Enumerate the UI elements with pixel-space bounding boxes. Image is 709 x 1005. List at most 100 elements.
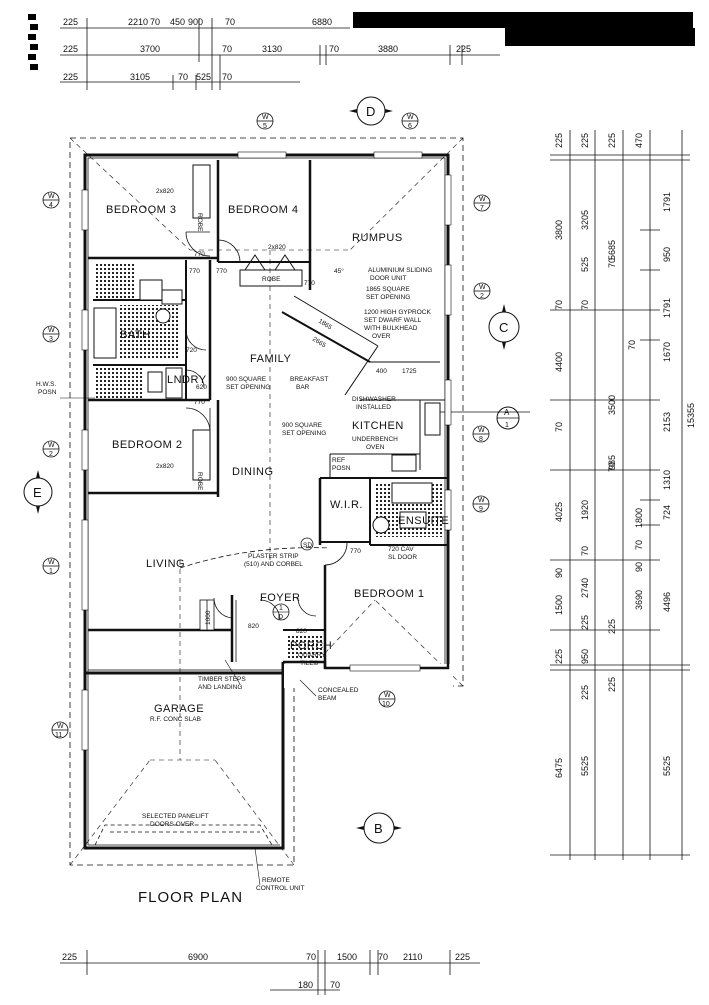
note: CONTROL UNIT <box>256 885 305 892</box>
dim-text: 950 <box>580 649 590 664</box>
note: DOOR UNIT <box>370 275 407 282</box>
note: 770 <box>189 268 200 275</box>
dim-text: 90 <box>634 562 644 572</box>
dim-text: 70 <box>150 17 160 27</box>
tag-w: D <box>278 614 283 621</box>
dim-text: 2210 <box>128 17 148 27</box>
marker-number: 1 <box>505 422 509 429</box>
note: SET DWARF WALL <box>364 317 422 324</box>
marker-letter: E <box>33 485 42 500</box>
note: SD <box>303 542 312 549</box>
tag-n: 5 <box>263 123 267 130</box>
room-bedroom-1: BEDROOM 1 <box>354 588 425 600</box>
tag-n: 2 <box>49 451 53 458</box>
note: TIMBER STEPS <box>198 676 246 683</box>
note: 770 <box>216 268 227 275</box>
note: 770 <box>194 251 205 258</box>
dim-text: 3105 <box>130 72 150 82</box>
dim-text: 724 <box>662 505 672 520</box>
dim-text: 225 <box>456 44 471 54</box>
note: 770 <box>350 548 361 555</box>
top-dimension-strings <box>60 18 500 90</box>
dim-text: 5685 <box>607 240 617 260</box>
dim-text: 70 <box>580 300 590 310</box>
dim-text: 70 <box>607 258 617 268</box>
note: 900 SQUARE <box>282 422 323 429</box>
dim-text: 1310 <box>662 470 672 490</box>
note: 2665 <box>311 336 327 350</box>
dim-text: 3880 <box>378 44 398 54</box>
marker-D: D <box>349 96 393 126</box>
dim-text: 225 <box>554 133 564 148</box>
note: 720 CAV <box>388 546 414 553</box>
scan-edge-marks <box>28 14 38 70</box>
drawing-title: FLOOR PLAN <box>138 889 243 906</box>
dim-text: 525 <box>580 257 590 272</box>
dim-text: 4400 <box>554 352 564 372</box>
timber-steps <box>199 599 215 631</box>
room-bedroom-3: BEDROOM 3 <box>106 204 177 216</box>
room-wir: W.I.R. <box>330 499 363 511</box>
marker-letter: C <box>499 320 508 335</box>
marker-B: B <box>356 812 402 844</box>
dim-text: 70 <box>178 72 188 82</box>
dim-text: 225 <box>455 952 470 962</box>
foyer-door-tag: 1 D <box>272 603 290 621</box>
note: OVEN <box>366 444 385 451</box>
room-ensuite: ENSUITE <box>398 515 449 527</box>
dim-text: 3800 <box>554 220 564 240</box>
note: SL DOOR <box>388 554 417 561</box>
bottom-dim-row-1: 225 6900 70 1500 70 2110 225 <box>62 952 470 962</box>
porch-tiles <box>286 636 322 660</box>
dim-text: 225 <box>607 677 617 692</box>
tag-w: W <box>48 442 55 449</box>
note: ROBE <box>196 472 203 491</box>
tag-w: W <box>407 114 414 121</box>
bottom-dim-row-2: 180 70 <box>298 980 340 990</box>
dim-text: 3205 <box>580 210 590 230</box>
dim-text: 225 <box>63 17 78 27</box>
dim-text: 225 <box>63 72 78 82</box>
note: 770 <box>194 399 205 406</box>
note: (510) AND CORBEL <box>244 561 303 568</box>
note: WITH BULKHEAD <box>364 325 418 332</box>
note: 45° <box>334 267 344 275</box>
tag-n: 1 <box>279 605 283 612</box>
note: SET OPENING <box>282 430 326 437</box>
dim-text: 70 <box>378 952 388 962</box>
note: BEAM <box>318 695 336 702</box>
dim-text: 70 <box>306 952 316 962</box>
note: ALUMINIUM SLIDING <box>368 267 432 274</box>
tag-w: W <box>262 114 269 121</box>
dim-text: 985 <box>607 455 617 470</box>
note: PLASTER STRIP <box>248 553 299 560</box>
redaction-bar-bottom <box>505 28 695 46</box>
bath-tiles <box>94 262 136 298</box>
room-family: FAMILY <box>250 353 291 365</box>
room-foyer: FOYER <box>260 592 300 604</box>
dim-text: 70 <box>607 462 617 472</box>
note: 2x820 <box>156 188 174 195</box>
tag-n: 4 <box>49 202 53 209</box>
dim-text: 5525 <box>580 756 590 776</box>
note: SELECTED PANELIFT <box>142 813 209 820</box>
room-living: LIVING <box>146 558 185 570</box>
tag-n: 1 <box>49 568 53 575</box>
dim-text: 70 <box>222 72 232 82</box>
marker-letter: B <box>374 821 383 836</box>
room-garage: GARAGE <box>154 703 204 715</box>
note: 820 <box>248 623 259 630</box>
note: 2x820 <box>268 244 286 251</box>
tag-w: W <box>57 723 64 730</box>
garage-door <box>94 824 273 846</box>
dim-text: 225 <box>580 133 590 148</box>
dim-text: 6900 <box>188 952 208 962</box>
note: 820 <box>296 628 307 635</box>
dim-text: 225 <box>607 619 617 634</box>
leader-lines <box>60 397 317 886</box>
note: OVER <box>372 333 391 340</box>
top-dim-row-1: 225 2210 70 450 900 70 6880 <box>63 17 332 27</box>
room-rumpus: RUMPUS <box>352 232 403 244</box>
